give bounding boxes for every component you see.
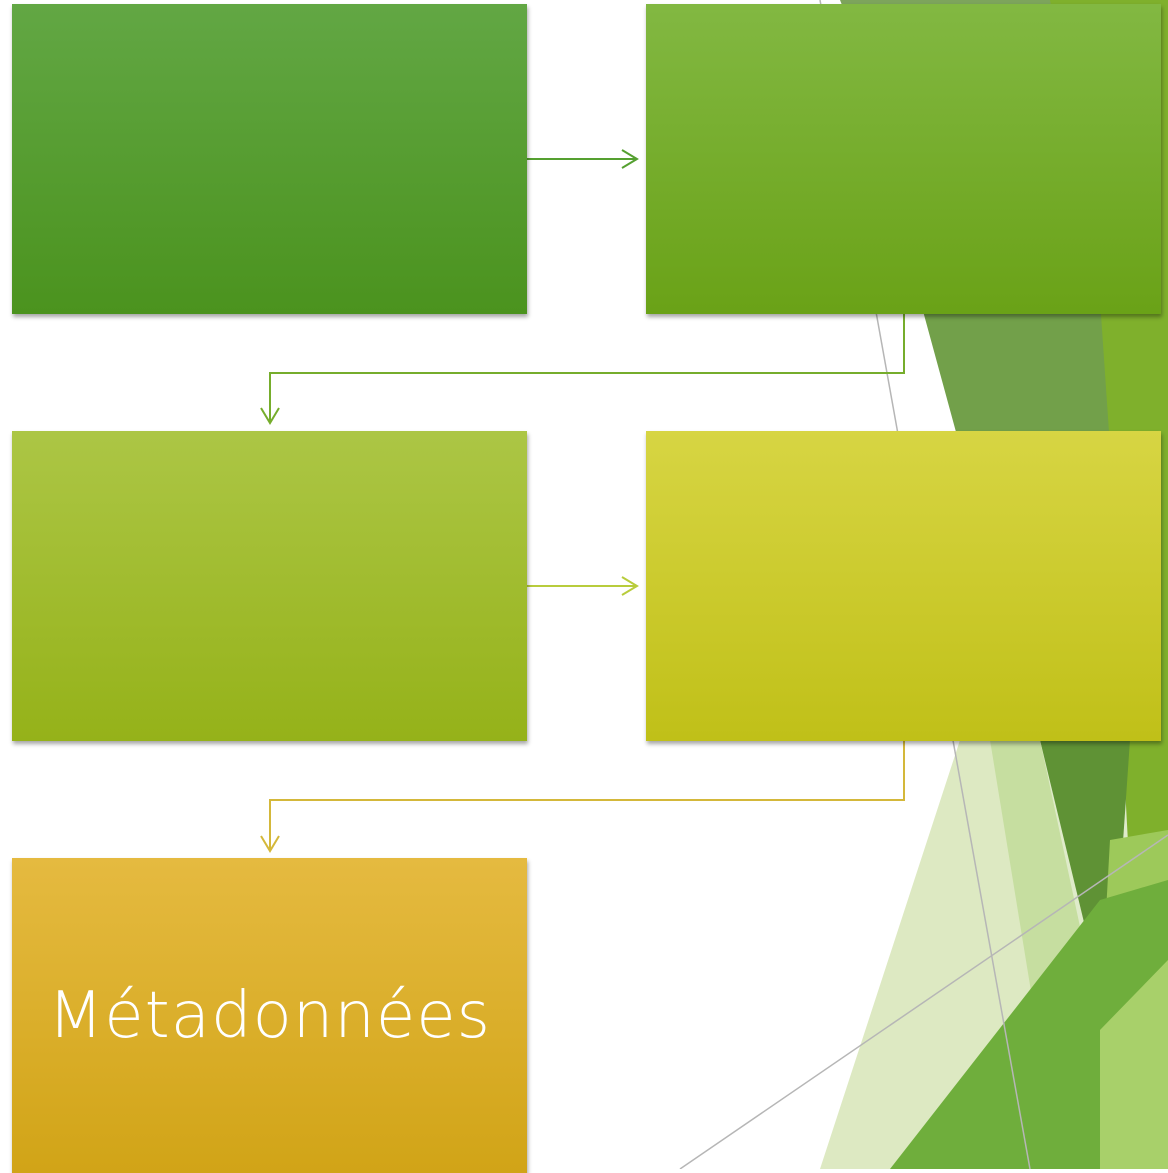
bg-facet-grass bbox=[890, 880, 1168, 1169]
process-box-1 bbox=[12, 4, 527, 314]
process-box-4 bbox=[646, 431, 1161, 741]
process-box-3 bbox=[12, 431, 527, 741]
process-box-metadata: Métadonnées bbox=[12, 858, 527, 1173]
bg-facet-lime bbox=[1100, 960, 1168, 1169]
process-box-metadata-label: Métadonnées bbox=[48, 978, 491, 1053]
process-box-2 bbox=[646, 4, 1161, 314]
bg-line-2 bbox=[679, 834, 1168, 1169]
